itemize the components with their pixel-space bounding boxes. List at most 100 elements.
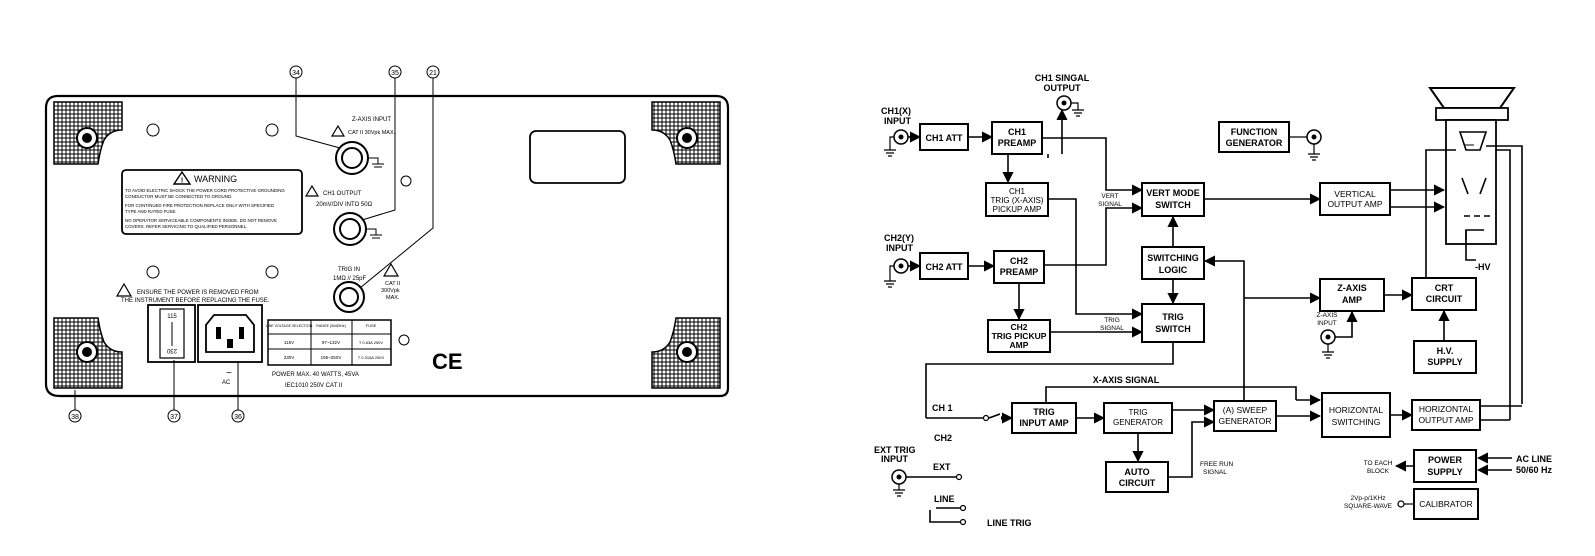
block-label: CIRCUIT	[1426, 294, 1463, 304]
trig-signal-label: SIGNAL	[1100, 325, 1124, 332]
block-label: TRIG PICKUP	[992, 331, 1047, 341]
voltage-selector[interactable]: 115 230	[147, 304, 196, 363]
block-label: HORIZONTAL	[1329, 405, 1383, 415]
block-label: CRT	[1435, 283, 1454, 293]
fuse-notice-line: THE INSTRUMENT BEFORE REPLACING THE FUSE…	[121, 298, 270, 304]
trig-in-connector: TRIG IN 1MΩ // 25pF CAT II 300Vpk MAX.	[333, 262, 401, 313]
ac-line-label: 50/60 Hz	[1516, 465, 1553, 475]
fuse-notice-line: ENSURE THE POWER IS REMOVED FROM	[137, 290, 259, 296]
block-label: SUPPLY	[1427, 357, 1462, 367]
ac-symbol: ~	[226, 368, 232, 379]
block-label: CH2	[1010, 256, 1028, 266]
ext-trig-input-label: EXT TRIG	[874, 445, 916, 455]
block-label: SWITCHING	[1332, 417, 1381, 427]
block-label: INPUT AMP	[1019, 418, 1068, 428]
ground-icon	[366, 228, 382, 239]
corner-foot-bottom-right	[651, 317, 721, 389]
caution-triangle-icon	[304, 184, 320, 197]
block-label: SUPPLY	[1427, 467, 1462, 477]
table-cell: 115V	[284, 340, 294, 345]
trigin-spec: 1MΩ // 25pF	[333, 276, 366, 282]
block-label: TRIG	[1033, 407, 1055, 417]
ce-mark: CE	[432, 349, 463, 374]
callout-label: 21	[429, 70, 437, 77]
corner-foot-top-left	[53, 101, 123, 165]
zaxis-rating: CAT II 30Vpk MAX.	[348, 130, 396, 136]
block-label: CH1 ATT	[926, 133, 964, 143]
block-label: TRIG (X-AXIS)	[991, 196, 1044, 205]
zaxis-input-label: INPUT	[1317, 320, 1337, 327]
block-label: VERT MODE	[1146, 188, 1200, 198]
caution-triangle-icon	[330, 124, 346, 137]
block-label: CIRCUIT	[1119, 478, 1156, 488]
warning-line: TO AVOID ELECTRIC SHOCK THE POWER CORD P…	[125, 188, 285, 193]
mounting-holes	[146, 123, 412, 346]
crt-tube	[1425, 87, 1523, 420]
to-each-block-label: TO EACH	[1364, 460, 1393, 467]
ac-power-inlet[interactable]: ~ AC	[197, 304, 263, 386]
iec-line: IEC1010 250V CAT II	[285, 383, 342, 389]
trigin-label: TRIG IN	[338, 267, 360, 273]
free-run-signal-label: SIGNAL	[1203, 469, 1227, 476]
block-label: PREAMP	[1000, 267, 1039, 277]
trigin-max: MAX.	[386, 295, 400, 301]
block-label: CH2	[1010, 322, 1027, 332]
table-header: FUSE	[366, 323, 377, 328]
ch2y-input-label: INPUT	[886, 243, 914, 253]
vert-signal-label: VERT	[1101, 193, 1118, 200]
zaxis-input-label: Z-AXIS	[1317, 312, 1339, 319]
line-label: LINE	[934, 494, 955, 504]
trig-signal-label: TRIG	[1104, 317, 1120, 324]
warning-line: NO OPERATOR SERVICEABLE COMPONENTS INSID…	[125, 218, 277, 223]
hv-supply-block	[1413, 340, 1477, 374]
block-label: GENERATOR	[1226, 138, 1283, 148]
warning-title: WARNING	[194, 174, 237, 184]
ch1-output-connector: CH1 OUTPUT 20mV/DIV INTO 50Ω	[304, 184, 382, 246]
corner-foot-top-right	[651, 101, 721, 165]
horizontal-switching-block	[1321, 392, 1391, 438]
fuse-notice: ENSURE THE POWER IS REMOVED FROM THE INS…	[115, 282, 270, 304]
corner-foot-bottom-left	[53, 317, 123, 389]
block-label: FUNCTION	[1231, 127, 1278, 137]
line-trig-label: LINE TRIG	[987, 518, 1032, 528]
callout-label: 37	[170, 414, 178, 421]
ext-label: EXT	[933, 462, 951, 472]
ch1-signal-output-label: CH1 SINGAL	[1035, 73, 1090, 83]
block-label: SWITCHING	[1147, 253, 1199, 263]
ch2y-input-jack	[884, 258, 909, 288]
ch1-signal-output-label: OUTPUT	[1044, 83, 1082, 93]
block-label: SWITCH	[1155, 200, 1191, 210]
callout-label: 38	[71, 414, 79, 421]
calibrator-spec-label: 2Vp-p/1KHz	[1350, 495, 1385, 502]
ch2y-input-label: CH2(Y)	[884, 233, 914, 243]
zaxis-input-connector: Z-AXIS INPUT CAT II 30Vpk MAX.	[330, 117, 396, 175]
warning-triangle-icon	[172, 170, 192, 185]
block-label: TRIG	[1162, 312, 1184, 322]
table-cell: T 0.63A 250V	[359, 340, 384, 345]
zaxis-label: Z-AXIS INPUT	[352, 117, 391, 123]
block-label: Z-AXIS	[1337, 283, 1367, 293]
caution-triangle-icon	[115, 282, 133, 297]
power-supply-block	[1413, 449, 1477, 483]
vert-mode-switch-block	[1141, 182, 1205, 217]
rear-panel: ! WARNING TO AVOID ELECTRIC SHOCK THE PO…	[44, 65, 730, 423]
hv-label: -HV	[1475, 262, 1491, 272]
block-label: GENERATOR	[1218, 416, 1271, 426]
panel-window	[529, 130, 626, 184]
block-label: OUTPUT AMP	[1327, 199, 1382, 209]
trig-input-amp-block	[1011, 402, 1077, 434]
block-label: (A) SWEEP	[1223, 405, 1268, 415]
block-label: CH1	[1009, 187, 1026, 196]
block-label: AUTO	[1124, 467, 1149, 477]
table-cell: T 0.315A 250V	[358, 355, 385, 360]
ext-trig-input-label: INPUT	[881, 454, 909, 464]
table-cell: 230V	[284, 355, 295, 360]
ground-icon	[368, 157, 384, 168]
trigin-cat: CAT II	[385, 281, 401, 287]
block-label: LOGIC	[1159, 265, 1188, 275]
ch1x-input-jack	[884, 129, 909, 157]
warning-line: COVERS. REFER SERVICING TO QUALIFIED PER…	[125, 224, 247, 229]
to-each-block-label: BLOCK	[1367, 468, 1390, 475]
ext-trig-input-jack	[891, 469, 907, 497]
selector-bottom-value: 230	[166, 347, 177, 353]
